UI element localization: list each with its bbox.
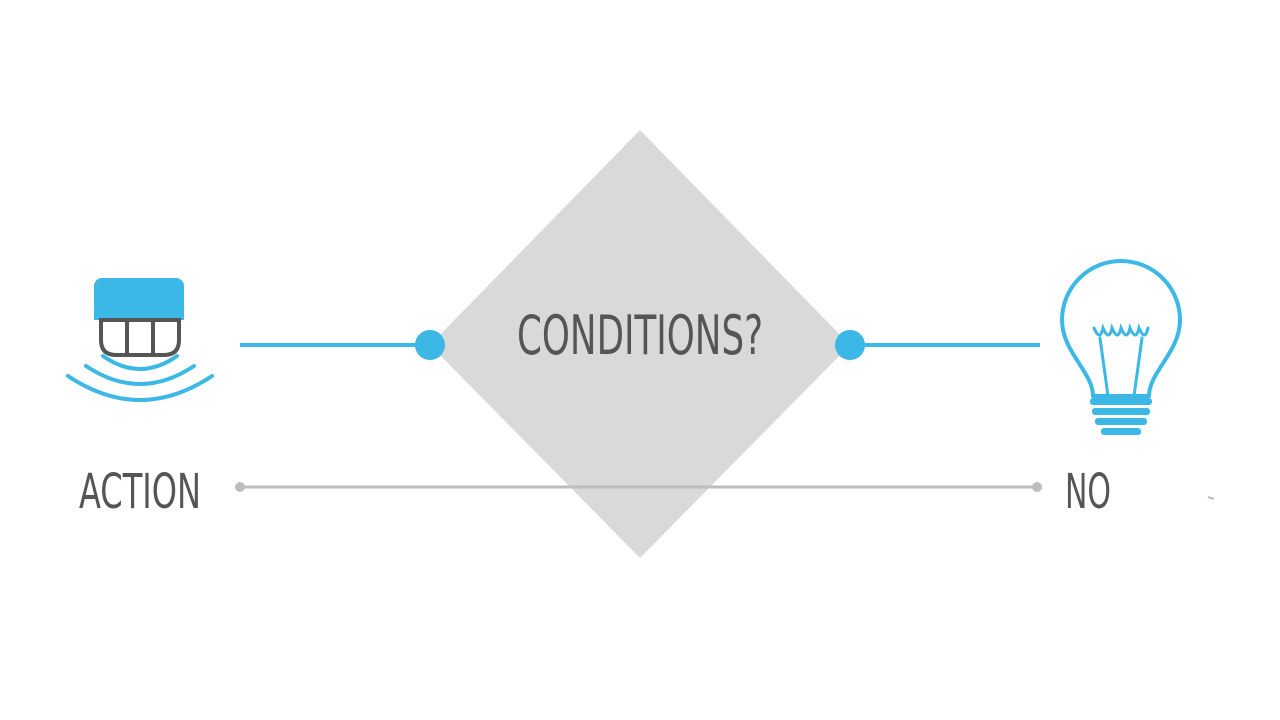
decision-diamond (430, 130, 850, 558)
motion-sensor-icon (66, 278, 214, 402)
decision-label: CONDITIONS? (517, 304, 763, 367)
light-bulb-icon (1060, 259, 1182, 435)
bottom-connector-right-dot (1032, 482, 1042, 492)
stray-mark (1207, 496, 1215, 500)
outcome-label: NO (1065, 464, 1111, 520)
input-connector-dot (415, 330, 445, 360)
bottom-connector-left-dot (235, 482, 245, 492)
output-connector-dot (835, 330, 865, 360)
action-label: ACTION (79, 464, 201, 520)
